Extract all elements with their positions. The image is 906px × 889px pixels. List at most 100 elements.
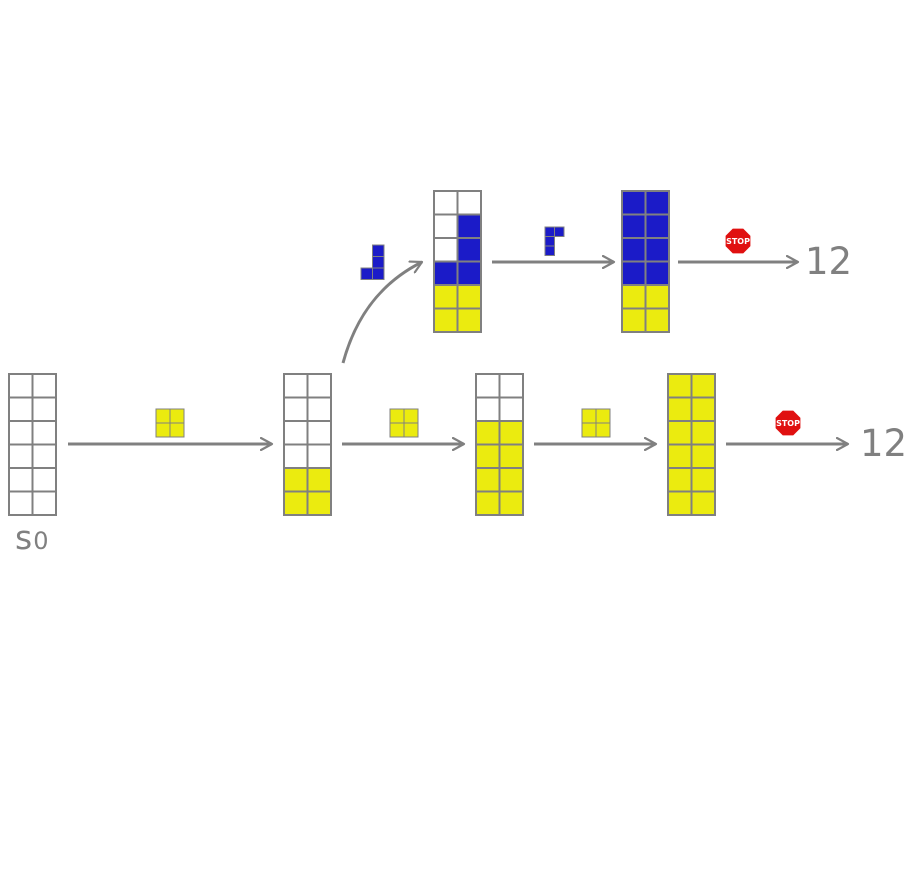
stop-sign-label: STOP <box>776 419 800 428</box>
blue-cell <box>456 260 482 286</box>
yellow-cell <box>667 420 693 446</box>
empty-cell <box>306 396 332 422</box>
piece-cell <box>155 408 171 424</box>
empty-cell <box>31 373 57 399</box>
piece-cell <box>360 267 373 280</box>
piece-cell <box>403 408 419 424</box>
yellow-cell <box>621 284 647 310</box>
empty-cell <box>306 420 332 446</box>
piece-cell <box>389 408 405 424</box>
yellow-cell <box>498 467 524 493</box>
l-piece-icon <box>544 226 565 256</box>
empty-cell <box>8 443 34 469</box>
yellow-cell <box>667 443 693 469</box>
empty-cell <box>306 443 332 469</box>
board-s0 <box>8 373 57 516</box>
o-piece-icon <box>155 408 185 438</box>
blue-cell <box>621 190 647 216</box>
yellow-cell <box>690 467 716 493</box>
arrow-b1-to-t1 <box>341 262 422 364</box>
board-full-yellow <box>667 373 716 516</box>
empty-cell <box>283 373 309 399</box>
piece-cell <box>544 245 555 256</box>
outcome-bottom-value: 12 <box>860 422 906 465</box>
empty-cell <box>8 420 34 446</box>
yellow-cell <box>283 490 309 516</box>
blue-cell <box>644 190 670 216</box>
yellow-cell <box>475 490 501 516</box>
yellow-cell <box>690 490 716 516</box>
empty-cell <box>433 213 459 239</box>
yellow-cell <box>498 420 524 446</box>
board-after-second-o <box>475 373 524 516</box>
empty-cell <box>283 420 309 446</box>
empty-cell <box>456 190 482 216</box>
empty-cell <box>31 443 57 469</box>
piece-cell <box>581 408 597 424</box>
blue-cell <box>621 213 647 239</box>
piece-cell <box>389 422 405 438</box>
piece-cell <box>544 226 555 237</box>
yellow-cell <box>644 284 670 310</box>
outcome-top-value: 12 <box>805 240 852 283</box>
piece-cell <box>403 422 419 438</box>
empty-cell <box>8 396 34 422</box>
yellow-cell <box>475 443 501 469</box>
yellow-cell <box>690 420 716 446</box>
yellow-cell <box>690 443 716 469</box>
yellow-cell <box>690 373 716 399</box>
piece-cell <box>372 256 385 269</box>
piece-cell <box>169 422 185 438</box>
empty-cell <box>498 396 524 422</box>
yellow-cell <box>621 307 647 333</box>
yellow-cell <box>498 443 524 469</box>
empty-cell <box>8 373 34 399</box>
piece-cell <box>554 226 565 237</box>
empty-cell <box>433 237 459 263</box>
blue-cell <box>621 260 647 286</box>
stop-sign-icon: STOP <box>774 409 802 437</box>
yellow-cell <box>667 373 693 399</box>
empty-cell <box>31 490 57 516</box>
blue-cell <box>456 237 482 263</box>
yellow-cell <box>306 467 332 493</box>
yellow-cell <box>644 307 670 333</box>
start-state-subscript: 0 <box>33 527 48 555</box>
yellow-cell <box>456 307 482 333</box>
j-piece-icon <box>360 244 385 280</box>
empty-cell <box>31 467 57 493</box>
transition-arrows <box>68 262 848 444</box>
blue-cell <box>644 260 670 286</box>
board-after-first-o <box>283 373 332 516</box>
yellow-cell <box>456 284 482 310</box>
yellow-cell <box>306 490 332 516</box>
piece-cell <box>544 236 555 247</box>
blue-cell <box>644 237 670 263</box>
yellow-cell <box>690 396 716 422</box>
piece-cell <box>581 422 597 438</box>
yellow-cell <box>498 490 524 516</box>
yellow-cell <box>667 467 693 493</box>
empty-cell <box>31 420 57 446</box>
piece-cell <box>372 267 385 280</box>
o-piece-icon <box>581 408 611 438</box>
empty-cell <box>475 396 501 422</box>
piece-cell <box>169 408 185 424</box>
empty-cell <box>433 190 459 216</box>
empty-cell <box>498 373 524 399</box>
empty-cell <box>475 373 501 399</box>
yellow-cell <box>667 490 693 516</box>
yellow-cell <box>475 467 501 493</box>
board-full-blue <box>621 190 670 333</box>
blue-cell <box>456 213 482 239</box>
empty-cell <box>306 373 332 399</box>
empty-cell <box>283 396 309 422</box>
start-state-symbol: s <box>15 518 32 557</box>
blue-cell <box>621 237 647 263</box>
piece-cell <box>372 244 385 257</box>
yellow-cell <box>433 307 459 333</box>
yellow-cell <box>475 420 501 446</box>
piece-cell <box>595 408 611 424</box>
empty-cell <box>31 396 57 422</box>
board-after-j <box>433 190 482 333</box>
